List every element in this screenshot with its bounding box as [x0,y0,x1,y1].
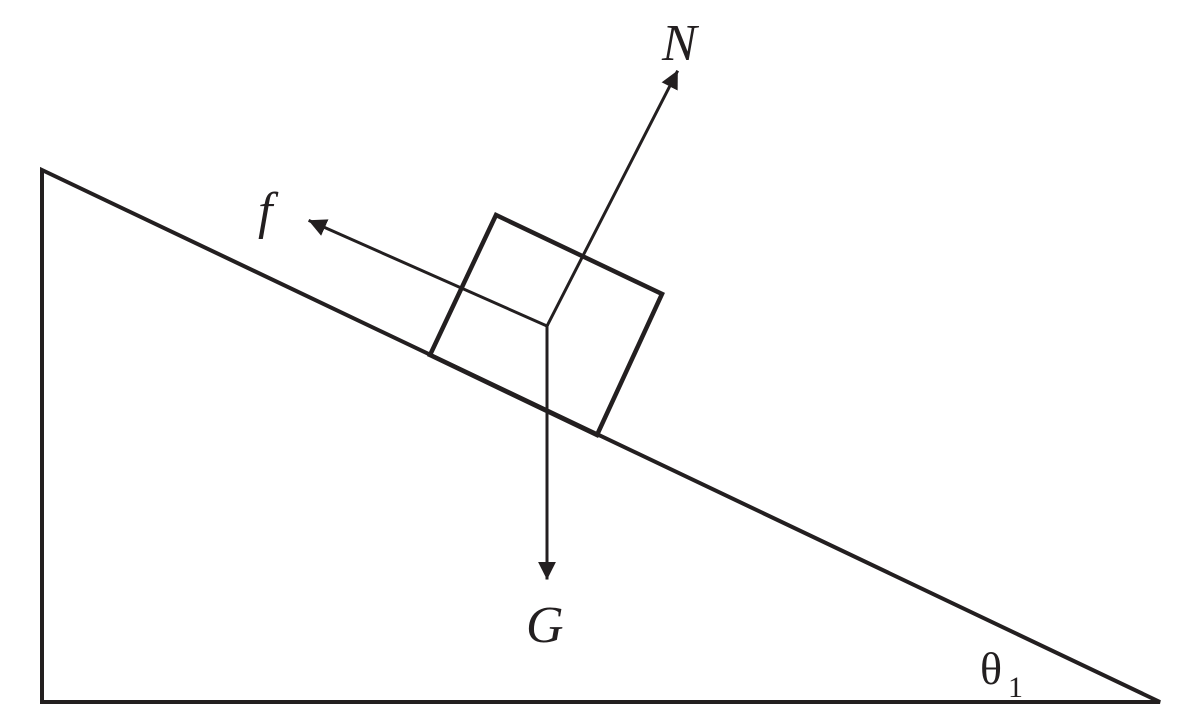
inclined-plane [40,166,1161,704]
angle-subscript: 1 [1008,671,1023,704]
friction-force-arrow [308,219,549,328]
angle-label: θ [980,643,1002,694]
friction-force-label: f [258,183,279,240]
normal-force-arrow [544,69,680,329]
gravity-force-label: G [526,597,564,654]
normal-force-label: N [661,15,700,72]
block [427,211,665,439]
